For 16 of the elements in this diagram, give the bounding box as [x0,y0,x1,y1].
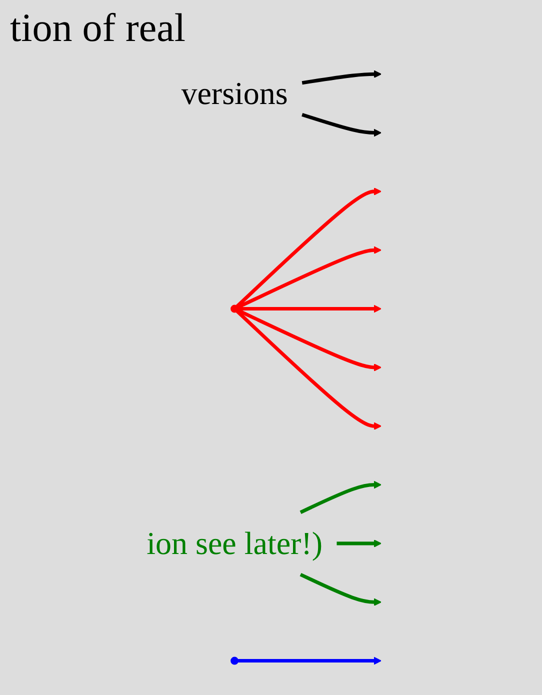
junction-point [230,656,239,665]
arrow [302,70,382,85]
arrow [300,572,382,606]
arrow [236,310,382,430]
arrow [237,308,382,372]
junction-point [230,304,239,313]
text-label: versions [181,75,288,111]
arrow [336,540,382,548]
text-label: tion of real [9,4,186,52]
arrow [237,246,382,309]
arrow [236,188,382,308]
arrow [300,480,382,514]
arrow [238,304,382,313]
arrow [238,656,382,665]
text-label: ion see later!) [146,526,323,562]
arrow [302,113,382,137]
